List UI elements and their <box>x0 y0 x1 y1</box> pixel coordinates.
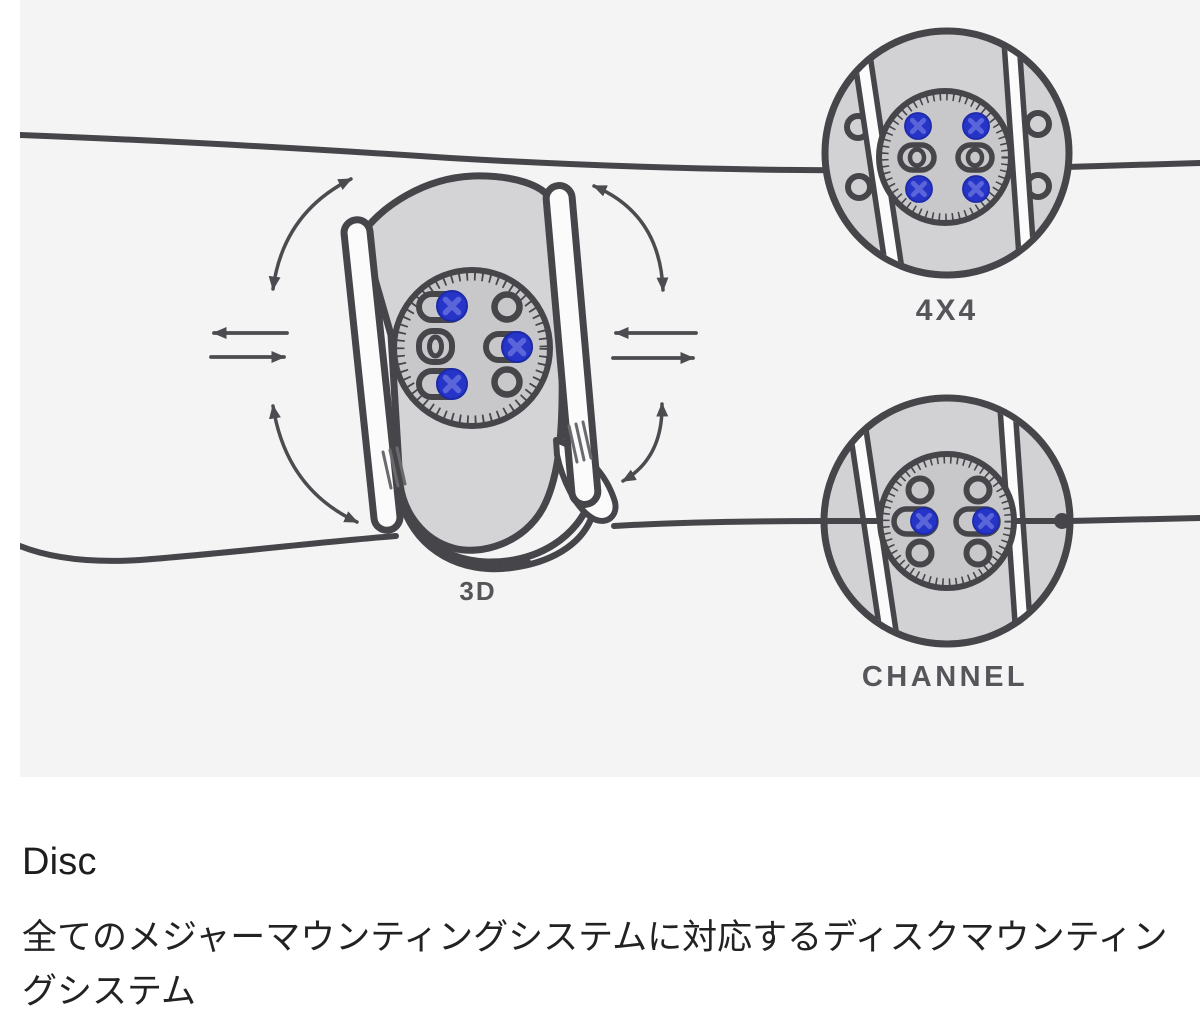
rotation-arrow-bottom-right <box>621 402 669 483</box>
binding-illustration <box>340 172 619 573</box>
disc-hole <box>905 538 935 568</box>
detail-circle-channel: CHANNEL <box>820 394 1074 693</box>
disc-tick-ring <box>882 456 1012 586</box>
disc-hole <box>963 538 993 568</box>
product-feature-diagram-panel: 4X4 CHANNEL <box>20 0 1200 777</box>
screw-icon <box>905 113 931 139</box>
disc-slot-hole <box>965 147 985 168</box>
screw-icon <box>963 176 989 202</box>
label-4x4: 4X4 <box>916 294 978 327</box>
mounting-disc-4x4 <box>876 88 1014 226</box>
board-insert-hole <box>845 173 873 201</box>
screw-icon <box>906 176 932 202</box>
disc-hole <box>491 366 523 398</box>
rotation-arrow-bottom-left <box>269 404 359 524</box>
label-channel: CHANNEL <box>862 661 1028 693</box>
screw-icon <box>963 113 989 139</box>
feature-description: 全てのメジャーマウンティングシステムに対応するディスクマウンティングシステム <box>22 917 1168 1012</box>
rotation-arrows <box>268 177 669 524</box>
screw-icon <box>911 508 937 534</box>
disc-tick-ring <box>881 93 1009 221</box>
detail-circle-4x4: 4X4 <box>821 27 1073 327</box>
screw-icon <box>502 332 532 362</box>
page-title: Disc <box>22 841 97 883</box>
screw-icon <box>973 508 999 534</box>
binding-rail-left <box>340 216 404 534</box>
disc-hole <box>963 475 993 505</box>
screw-icon <box>437 369 467 399</box>
disc-slot <box>955 142 995 173</box>
channel-end-dot <box>1054 513 1067 529</box>
disc-hole <box>905 475 935 505</box>
snowboard-top-edge-line <box>20 132 1200 174</box>
mounting-diagram: 4X4 CHANNEL <box>20 27 1200 693</box>
mounting-disc <box>391 267 553 429</box>
mounting-disc-channel <box>877 451 1017 591</box>
disc-tick-ring <box>396 272 548 424</box>
snowboard-bottom-edge-line-left <box>20 533 399 564</box>
label-3d: 3D <box>459 576 496 606</box>
heel-loop-inner <box>434 543 531 572</box>
disc-slot-hole <box>907 147 927 168</box>
hatch-marks <box>381 420 593 490</box>
disc-slot <box>416 328 455 365</box>
feature-text-block: Disc 全てのメジャーマウンティングシステムに対応するディスクマウンティングシ… <box>0 777 1200 1020</box>
slide-arrows <box>209 327 698 364</box>
rotation-arrow-top-left <box>268 177 353 291</box>
rotation-arrow-top-right <box>592 184 669 292</box>
disc-hole <box>491 291 523 323</box>
screw-icon <box>437 291 467 321</box>
disc-slot <box>897 142 937 173</box>
disc-slot-hole <box>427 334 444 359</box>
